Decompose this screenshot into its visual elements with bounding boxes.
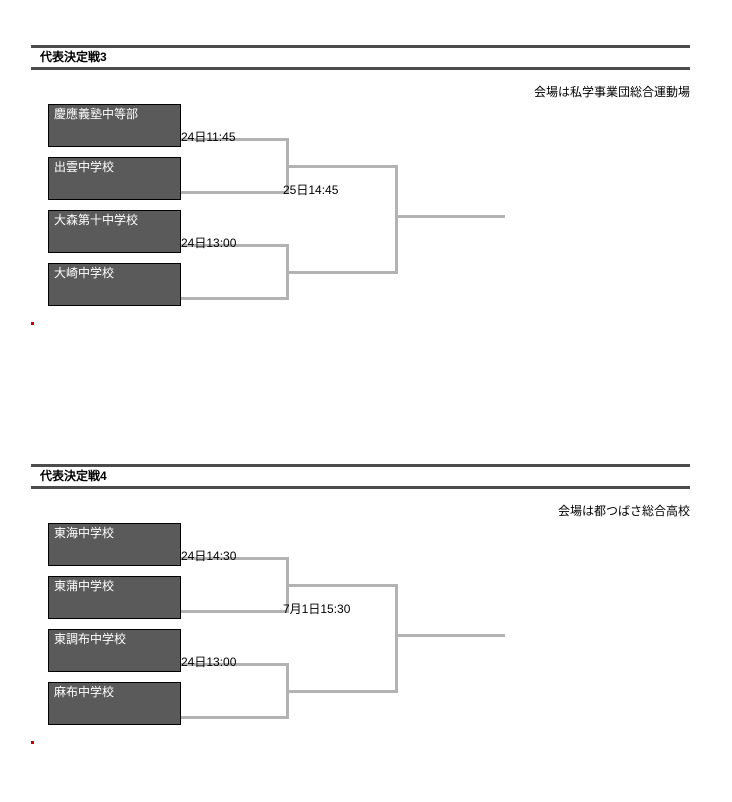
match-time-label: 24日14:30 <box>181 549 237 563</box>
team-name: 大森第十中学校 <box>54 213 139 227</box>
bracket-connector-line <box>181 244 289 247</box>
red-marker-icon <box>31 322 34 325</box>
team-name: 東蒲中学校 <box>54 579 115 593</box>
section-heading: 代表決定戦3 <box>31 45 690 70</box>
champion-stem-line <box>395 215 505 218</box>
venue-note: 会場は私学事業団総合運動場 <box>533 85 690 99</box>
team-box[interactable]: 大森第十中学校 <box>48 210 181 253</box>
team-box[interactable]: 大崎中学校 <box>48 263 181 306</box>
heading-rule-top <box>31 464 690 467</box>
team-name: 麻布中学校 <box>54 685 115 699</box>
team-box[interactable]: 慶應義塾中等部 <box>48 104 181 147</box>
red-marker-icon <box>31 741 34 744</box>
page-title: 代表決定戦3 <box>40 50 107 64</box>
match-time-label: 7月1日15:30 <box>283 602 351 616</box>
bracket-connector-line <box>395 584 398 693</box>
team-box[interactable]: 東調布中学校 <box>48 629 181 672</box>
team-box[interactable]: 東海中学校 <box>48 523 181 566</box>
team-name: 東調布中学校 <box>54 632 127 646</box>
team-box[interactable]: 東蒲中学校 <box>48 576 181 619</box>
heading-rule-bottom <box>31 67 690 70</box>
champion-stem-line <box>395 634 505 637</box>
bracket-connector-line <box>286 165 398 168</box>
match-time-label: 24日13:00 <box>181 236 237 250</box>
bracket-connector-line <box>286 690 398 693</box>
bracket-connector-line <box>181 191 289 194</box>
bracket-connector-line <box>181 138 289 141</box>
team-name: 出雲中学校 <box>54 160 115 174</box>
match-time-label: 24日11:45 <box>181 130 236 144</box>
heading-rule-top <box>31 45 690 48</box>
heading-rule-bottom <box>31 486 690 489</box>
team-name: 東海中学校 <box>54 526 115 540</box>
bracket-diagram: 東海中学校 東蒲中学校 東調布中学校 麻布中学校 24日14:30 24日13:… <box>0 419 732 744</box>
bracket-connector-line <box>181 297 289 300</box>
bracket-connector-line <box>181 663 289 666</box>
team-name: 大崎中学校 <box>54 266 115 280</box>
team-box[interactable]: 麻布中学校 <box>48 682 181 725</box>
bracket-diagram: 慶應義塾中等部 出雲中学校 大森第十中学校 大崎中学校 24日11:45 24日… <box>0 0 732 325</box>
bracket-connector-line <box>181 610 289 613</box>
page-title: 代表決定戦4 <box>40 469 107 483</box>
team-name: 慶應義塾中等部 <box>54 107 139 121</box>
bracket-connector-line <box>286 584 398 587</box>
bracket-connector-line <box>181 557 289 560</box>
match-time-label: 25日14:45 <box>283 183 339 197</box>
bracket-connector-line <box>286 271 398 274</box>
bracket-connector-line <box>395 165 398 274</box>
venue-note: 会場は都つばさ総合高校 <box>557 504 690 518</box>
section-heading: 代表決定戦4 <box>31 464 690 489</box>
team-box[interactable]: 出雲中学校 <box>48 157 181 200</box>
match-time-label: 24日13:00 <box>181 655 237 669</box>
bracket-connector-line <box>181 716 289 719</box>
